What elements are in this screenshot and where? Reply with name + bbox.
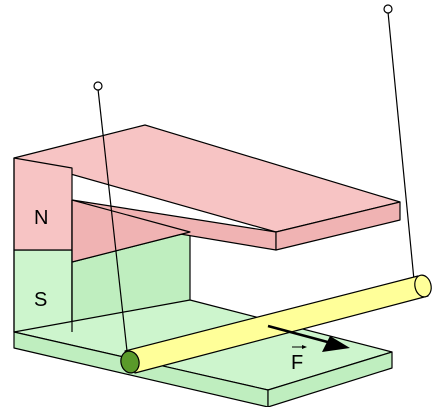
north-label: N bbox=[34, 207, 48, 229]
north-front-face bbox=[13, 157, 73, 251]
left-anchor bbox=[93, 81, 103, 91]
south-arm-side bbox=[267, 351, 393, 407]
north-arm-side bbox=[275, 201, 401, 251]
right-thread bbox=[387, 11, 415, 281]
left-thread bbox=[97, 88, 129, 361]
suspension-threads bbox=[93, 4, 415, 361]
arrow-head-icon bbox=[322, 336, 350, 352]
south-label: S bbox=[34, 289, 47, 311]
force-label: F bbox=[291, 352, 303, 374]
arrow-right-icon bbox=[267, 324, 336, 346]
force-vector: F bbox=[267, 324, 350, 374]
rod-near-end bbox=[120, 350, 140, 374]
right-anchor bbox=[383, 4, 393, 14]
north-magnet bbox=[13, 124, 401, 263]
rod-far-end bbox=[414, 274, 432, 298]
conducting-rod bbox=[120, 274, 432, 374]
vector-arrow-head-icon bbox=[302, 345, 307, 349]
